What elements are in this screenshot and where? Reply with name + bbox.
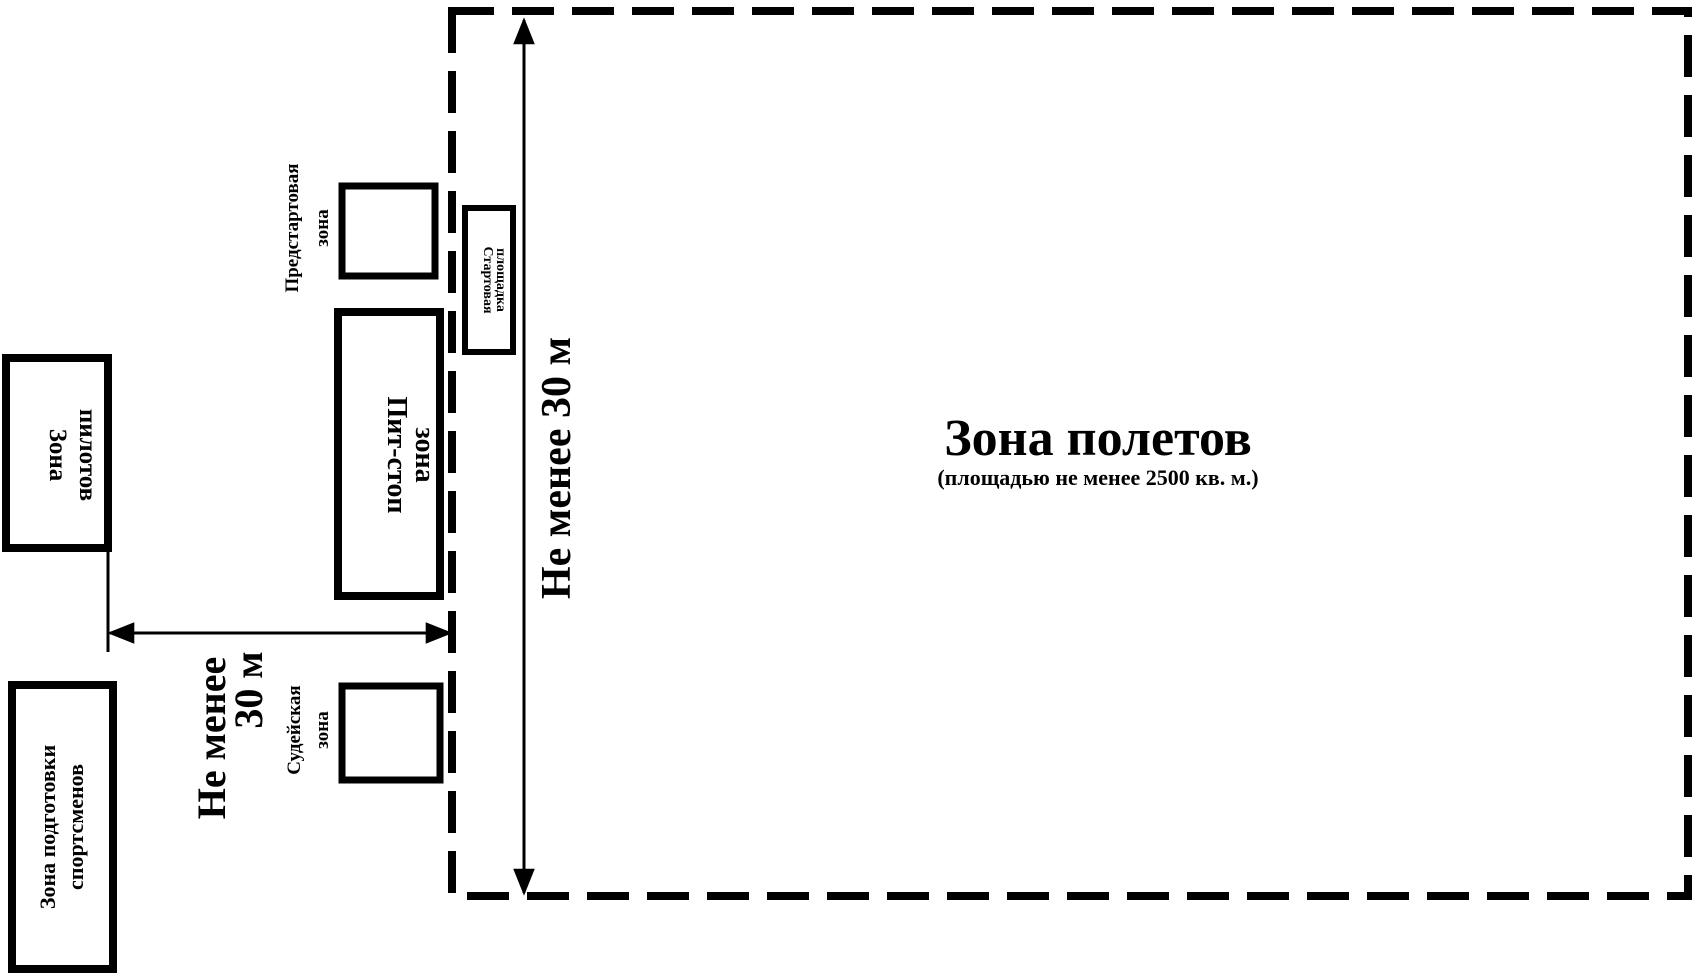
pilots-zone-label-line1: Зона: [44, 429, 71, 482]
horizontal-distance-label-line2: 30 м: [226, 651, 271, 728]
pitstop-zone: [334, 308, 444, 600]
judges-zone-label-line1: Судейская: [284, 685, 305, 774]
pilots-zone: [2, 354, 112, 552]
preparation-zone: [8, 681, 117, 973]
judges-zone: [338, 682, 444, 784]
start-pad: [462, 205, 516, 355]
prestart-zone-label-line2: зона: [312, 209, 333, 247]
prestart-zone-label-line1: Предстартовая: [282, 163, 303, 292]
preparation-zone-label-line1: Зона подготовки: [35, 745, 60, 910]
flight-zone-title: Зона полетов: [944, 410, 1252, 467]
flight-zone-subtitle: (площадью не менее 2500 кв. м.): [937, 465, 1258, 490]
start-pad-label-line2: площадка: [493, 248, 508, 312]
pitstop-zone-label-line2: зона: [409, 427, 440, 482]
vertical-distance-label: Не менее 30 м: [534, 337, 580, 599]
horizontal-distance-label-line1: Не менее: [189, 657, 234, 819]
prestart-zone: [338, 182, 439, 280]
start-pad-label-line1: Стартовая: [480, 246, 495, 313]
flight-zone-boundary: [448, 7, 1692, 900]
judges-zone-label-line2: зона: [312, 711, 333, 749]
preparation-zone-label-line2: спортсменов: [63, 764, 88, 890]
pitstop-zone-label-line1: Пит-стоп: [381, 397, 412, 514]
pilots-zone-label-line2: пилотов: [74, 409, 101, 501]
